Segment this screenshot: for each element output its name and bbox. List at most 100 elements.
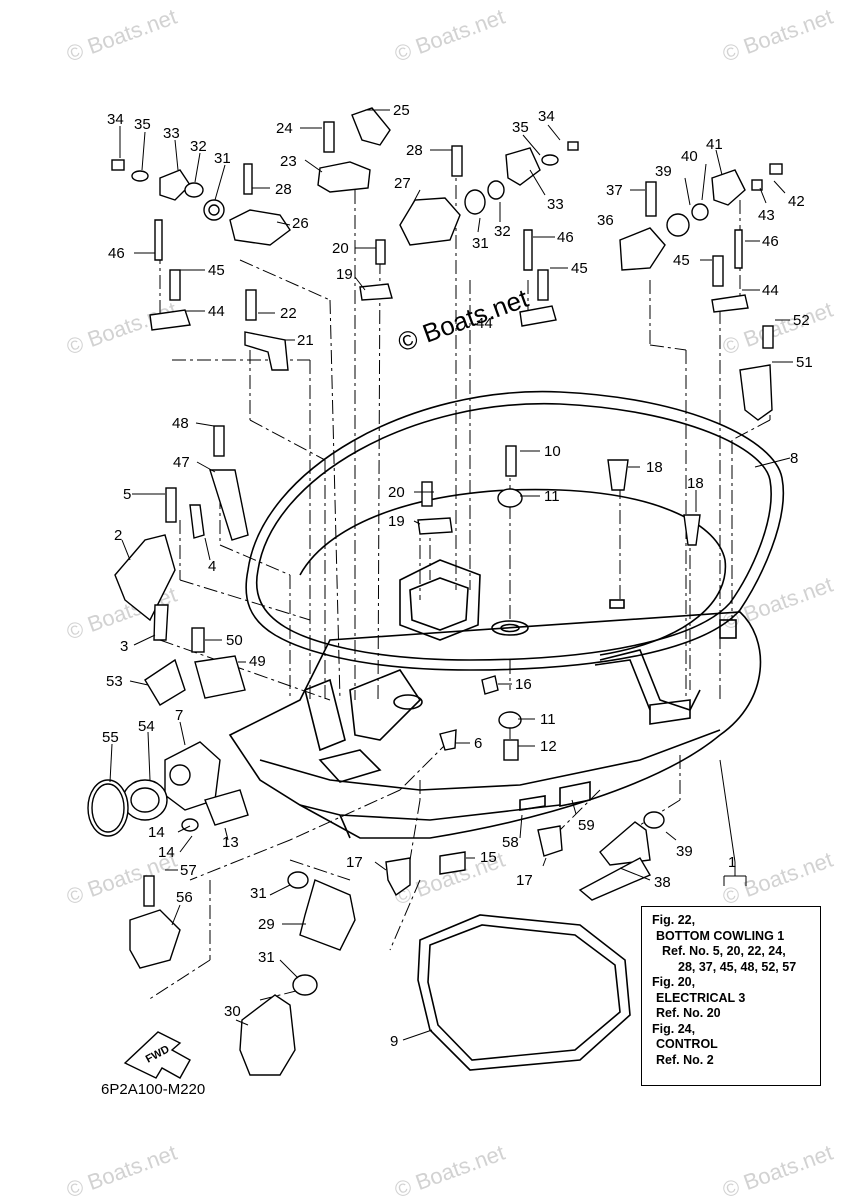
label-17: 17 [516, 872, 533, 889]
label-45: 45 [673, 252, 690, 269]
label-51: 51 [796, 354, 813, 371]
label-18: 18 [646, 459, 663, 476]
watermark: © Boats.net [719, 847, 836, 910]
label-7: 7 [175, 707, 183, 724]
ref-line: Fig. 24, [652, 1021, 696, 1036]
label-35: 35 [512, 119, 529, 136]
callout-lines [109, 109, 793, 1041]
label-9: 9 [390, 1033, 398, 1050]
label-56: 56 [176, 889, 193, 906]
label-43: 43 [758, 207, 775, 224]
ref-line: BOTTOM COWLING 1 [656, 928, 785, 943]
watermark: © Boats.net [391, 1140, 508, 1200]
label-14: 14 [158, 844, 175, 861]
label-35: 35 [134, 116, 151, 133]
label-14: 14 [148, 824, 165, 841]
label-45: 45 [208, 262, 225, 279]
reference-note-box: Fig. 22, BOTTOM COWLING 1 Ref. No. 5, 20… [641, 906, 821, 1086]
label-40: 40 [681, 148, 698, 165]
label-31: 31 [472, 235, 489, 252]
label-26: 26 [292, 215, 309, 232]
label-42: 42 [788, 193, 805, 210]
label-46: 46 [108, 245, 125, 262]
label-16: 16 [515, 676, 532, 693]
label-39: 39 [676, 843, 693, 860]
ref-line: Fig. 20, [652, 975, 696, 989]
label-33: 33 [547, 196, 564, 213]
label-31: 31 [250, 885, 267, 902]
label-8: 8 [790, 450, 798, 467]
fwd-arrow-icon: FWD [123, 1031, 191, 1079]
label-36: 36 [597, 212, 614, 229]
label-44: 44 [762, 282, 779, 299]
label-2: 2 [114, 527, 122, 544]
label-28: 28 [406, 142, 423, 159]
label-10: 10 [544, 443, 561, 460]
small-parts [87, 107, 783, 1076]
label-37: 37 [606, 182, 623, 199]
label-31: 31 [258, 949, 275, 966]
label-53: 53 [106, 673, 123, 690]
label-46: 46 [762, 233, 779, 250]
label-1: 1 [728, 854, 736, 871]
watermark: © Boats.net [63, 1140, 180, 1200]
label-55: 55 [102, 729, 119, 746]
label-47: 47 [173, 454, 190, 471]
label-21: 21 [297, 332, 314, 349]
gasket-9 [417, 914, 631, 1071]
label-20: 20 [388, 484, 405, 501]
label-30: 30 [224, 1003, 241, 1020]
label-32: 32 [494, 223, 511, 240]
bottom-cowling [228, 390, 784, 839]
label-28: 28 [275, 181, 292, 198]
label-11: 11 [544, 488, 560, 505]
label-29: 29 [258, 916, 275, 933]
label-49: 49 [249, 653, 266, 670]
label-57: 57 [180, 862, 197, 879]
watermark-dark: © Boats.net [394, 283, 533, 358]
ref-line: Ref. No. 5, 20, 22, 24, [662, 944, 786, 958]
label-38: 38 [654, 874, 671, 891]
label-4: 4 [208, 558, 216, 575]
label-24: 24 [276, 120, 293, 137]
label-20: 20 [332, 240, 349, 257]
label-11: 11 [540, 711, 556, 728]
label-5: 5 [123, 486, 131, 503]
label-50: 50 [226, 632, 243, 649]
label-58: 58 [502, 834, 519, 851]
label-6: 6 [474, 735, 482, 752]
label-18: 18 [687, 475, 704, 492]
ref-line: 28, 37, 45, 48, 52, 57 [678, 959, 797, 974]
label-31: 31 [214, 150, 231, 167]
label-22: 22 [280, 305, 297, 322]
label-45: 45 [571, 260, 588, 277]
label-44: 44 [208, 303, 225, 320]
label-54: 54 [138, 718, 155, 735]
label-34: 34 [107, 111, 124, 128]
label-52: 52 [793, 312, 810, 329]
label-19: 19 [388, 513, 405, 530]
ref-line: CONTROL [656, 1037, 718, 1051]
label-34: 34 [538, 108, 555, 125]
label-32: 32 [190, 138, 207, 155]
watermark: © Boats.net [719, 1140, 836, 1200]
label-12: 12 [540, 738, 557, 755]
label-41: 41 [706, 136, 723, 153]
part-labels: 34 35 33 32 31 28 26 24 2 5 23 28 27 20 1… [102, 102, 813, 1050]
label-23: 23 [280, 153, 297, 170]
ref-line: ELECTRICAL 3 [656, 990, 746, 1005]
label-13: 13 [222, 834, 239, 851]
label-33: 33 [163, 125, 180, 142]
label-17: 17 [346, 854, 363, 871]
ref-line: Ref. No. 2 [656, 1052, 714, 1067]
watermark: © Boats.net [719, 4, 836, 67]
label-59: 59 [578, 817, 595, 834]
label-27: 27 [394, 175, 411, 192]
ref-line: Fig. 22, [652, 913, 696, 927]
label-19: 19 [336, 266, 353, 283]
label-46: 46 [557, 229, 574, 246]
label-44: 44 [476, 315, 493, 332]
label-48: 48 [172, 415, 189, 432]
diagram-code: 6P2A100-M220 [101, 1081, 206, 1098]
